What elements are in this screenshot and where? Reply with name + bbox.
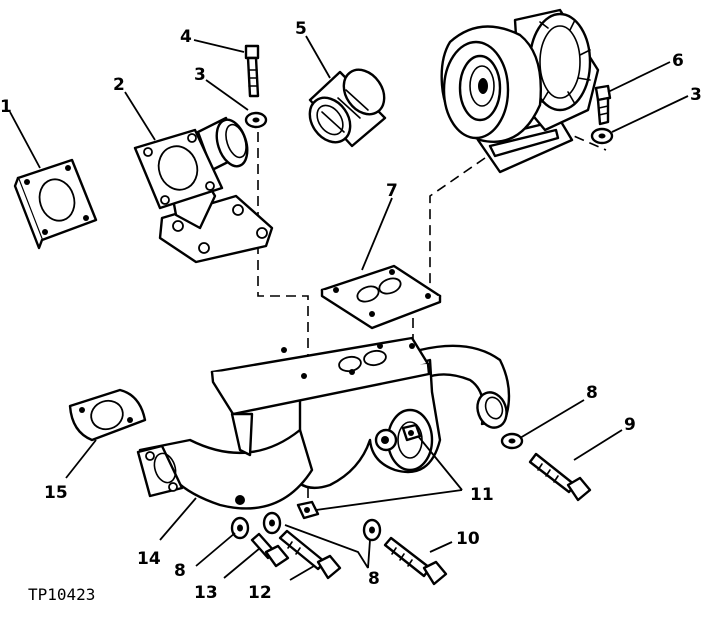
callout-6: 6 bbox=[672, 51, 684, 71]
nut-11-lower bbox=[296, 500, 320, 520]
washer-8-lower-left bbox=[230, 511, 282, 540]
leader-lines bbox=[9, 35, 689, 581]
washer-8-lower-right bbox=[362, 518, 382, 542]
bolt-9 bbox=[528, 452, 592, 502]
callout-labels: 1 2 3 4 5 6 3 7 8 9 10 11 12 13 14 15 8 … bbox=[0, 19, 702, 603]
washer-3-right bbox=[590, 127, 614, 145]
nut-11-upper bbox=[401, 423, 422, 442]
bolt-4 bbox=[244, 44, 260, 98]
turbocharger bbox=[440, 8, 600, 174]
callout-5: 5 bbox=[295, 19, 307, 39]
elbow-adapter bbox=[133, 116, 274, 264]
callout-1: 1 bbox=[0, 97, 12, 117]
bolt-13 bbox=[250, 532, 290, 568]
callout-13: 13 bbox=[194, 583, 218, 603]
callout-7: 7 bbox=[386, 181, 398, 201]
cap-screw-6 bbox=[594, 84, 612, 126]
callout-3-right: 3 bbox=[690, 85, 702, 105]
callout-10: 10 bbox=[456, 529, 480, 549]
gasket-7 bbox=[320, 264, 442, 330]
callout-8-left: 8 bbox=[174, 561, 186, 581]
callout-4: 4 bbox=[180, 27, 192, 47]
callout-3-left: 3 bbox=[194, 65, 206, 85]
callout-9: 9 bbox=[624, 415, 636, 435]
callout-2: 2 bbox=[113, 75, 125, 95]
bolt-10 bbox=[383, 536, 448, 586]
gasket-15 bbox=[68, 388, 147, 442]
bolt-12 bbox=[278, 529, 342, 580]
callout-12: 12 bbox=[248, 583, 272, 603]
washer-3-left bbox=[244, 111, 268, 129]
callout-8-bottom: 8 bbox=[368, 569, 380, 589]
callout-8-right: 8 bbox=[586, 383, 598, 403]
callout-14: 14 bbox=[137, 549, 161, 569]
gasket-square bbox=[13, 158, 98, 250]
exhaust-manifold bbox=[136, 336, 511, 510]
figure-id: TP10423 bbox=[28, 585, 95, 604]
washer-8-right bbox=[500, 432, 524, 450]
callout-15: 15 bbox=[44, 483, 68, 503]
callout-11: 11 bbox=[470, 485, 494, 505]
bellows-5 bbox=[308, 68, 387, 148]
